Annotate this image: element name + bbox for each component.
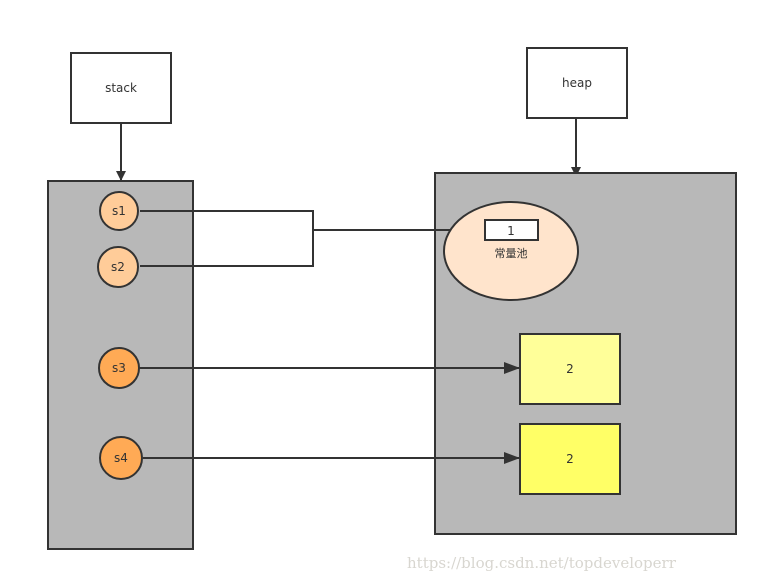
stack-var-s1-label: s1 [112,204,126,218]
heap-object-1-value: 2 [566,362,574,376]
stack-var-s2-circle [97,246,139,288]
heap-object-1-box [519,333,621,405]
stack-var-s4-circle [99,436,143,480]
stack-var-s1-circle [99,191,139,231]
constant-pool-ellipse [443,201,579,301]
stack-title-label: stack [105,81,137,95]
constant-pool-value: 1 [507,224,515,238]
stack-var-s4: s4 [99,436,143,480]
stack-var-s4-label: s4 [114,451,128,465]
stack-title-box: stack [70,52,172,124]
stack-var-s3-label: s3 [112,361,126,375]
stack-var-s3-circle [98,347,140,389]
stack-var-s2-label: s2 [111,260,125,274]
heap-object-2-value: 2 [566,452,574,466]
stack-var-s1: s1 [99,191,139,231]
constant-pool-value-box [484,219,539,241]
constant-pool-label: 常量池 [495,247,528,260]
heap-object-2: 2 [519,423,621,495]
heap-title-box: heap [526,47,628,119]
stack-var-s3: s3 [98,347,140,389]
constant-pool: 1 常量池 [443,201,579,301]
watermark-text: https://blog.csdn.net/topdeveloperr [407,554,677,572]
heap-object-1: 2 [519,333,621,405]
stack-var-s2: s2 [97,246,139,288]
edge-s1 [140,210,314,267]
heap-object-2-box [519,423,621,495]
heap-title-label: heap [562,76,592,90]
